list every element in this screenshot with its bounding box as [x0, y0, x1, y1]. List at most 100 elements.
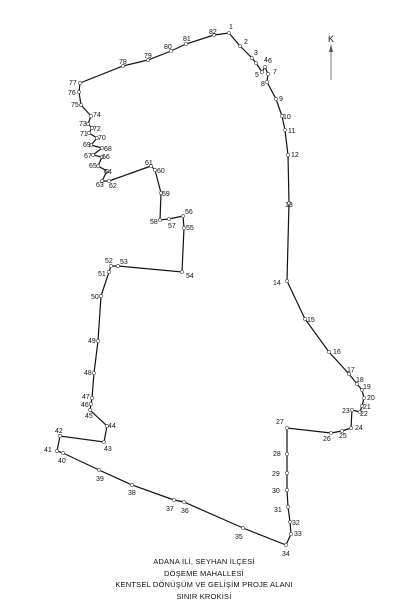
- vertex-label-50: 50: [91, 294, 99, 301]
- vertex-label-58: 58: [150, 219, 158, 226]
- vertex-label-39: 39: [96, 476, 104, 483]
- vertex-marker-42: [58, 434, 62, 438]
- vertex-label-11: 11: [288, 128, 295, 135]
- vertex-label-24: 24: [355, 425, 363, 432]
- map-caption: ADANA İLİ, SEYHAN İLÇESİ DÖŞEME MAHALLES…: [0, 556, 408, 602]
- vertex-label-52: 52: [105, 258, 113, 265]
- vertex-marker-59: [159, 191, 163, 195]
- vertex-label-12: 12: [291, 152, 299, 159]
- vertex-label-21: 21: [363, 404, 371, 411]
- vertex-marker-11: [283, 128, 287, 132]
- vertex-marker-62: [107, 179, 111, 183]
- vertex-marker-10: [280, 114, 284, 118]
- vertex-label-55: 55: [186, 225, 194, 232]
- vertex-marker-3: [250, 56, 254, 60]
- vertex-label-61: 61: [145, 160, 153, 167]
- vertex-label-33: 33: [294, 531, 302, 538]
- vertex-marker-79: [146, 58, 150, 62]
- vertex-marker-63: [100, 179, 104, 183]
- vertex-marker-66: [100, 155, 104, 159]
- vertex-label-1: 1: [229, 24, 233, 31]
- vertex-marker-25: [340, 429, 344, 433]
- vertex-marker-4: [254, 61, 258, 65]
- vertex-marker-78: [121, 64, 125, 68]
- vertex-label-5: 5: [255, 72, 259, 79]
- vertex-marker-31: [286, 505, 290, 509]
- vertex-marker-52: [109, 264, 113, 268]
- vertex-marker-17: [347, 372, 351, 376]
- vertex-label-7: 7: [273, 69, 277, 76]
- vertex-marker-56: [181, 214, 185, 218]
- vertex-marker-1: [227, 31, 231, 35]
- vertex-label-17: 17: [347, 367, 355, 374]
- vertex-label-23: 23: [342, 408, 350, 415]
- vertex-label-69: 69: [83, 142, 91, 149]
- vertex-label-59: 59: [162, 191, 170, 198]
- vertex-label-79: 79: [144, 53, 152, 60]
- vertex-marker-50: [99, 294, 103, 298]
- vertex-label-14: 14: [273, 280, 281, 287]
- vertex-label-68: 68: [104, 146, 112, 153]
- vertex-marker-7: [266, 72, 270, 76]
- vertex-marker-64: [105, 169, 109, 173]
- vertex-marker-15: [303, 317, 307, 321]
- vertex-marker-23: [350, 408, 354, 412]
- vertex-marker-48: [92, 371, 96, 375]
- vertex-marker-30: [285, 488, 289, 492]
- vertex-marker-73: [86, 122, 90, 126]
- vertex-marker-69: [89, 143, 93, 147]
- vertex-marker-32: [288, 520, 292, 524]
- vertex-marker-45: [88, 408, 92, 412]
- vertex-marker-65: [96, 164, 100, 168]
- vertex-marker-54: [180, 270, 184, 274]
- vertex-marker-70: [95, 136, 99, 140]
- vertex-label-3: 3: [254, 50, 258, 57]
- vertex-label-20: 20: [367, 395, 375, 402]
- north-arrow: K: [328, 34, 334, 80]
- vertex-label-66: 66: [102, 154, 110, 161]
- vertex-label-47: 47: [82, 394, 90, 401]
- vertex-label-41: 41: [44, 447, 52, 454]
- vertex-label-10: 10: [283, 114, 291, 121]
- vertex-label-56: 56: [185, 209, 193, 216]
- vertex-label-53: 53: [120, 259, 128, 266]
- vertex-marker-29: [285, 471, 289, 475]
- vertex-label-76: 76: [68, 90, 76, 97]
- vertex-marker-13: [287, 201, 291, 205]
- vertex-marker-21: [360, 404, 364, 408]
- vertex-marker-61: [149, 164, 153, 168]
- vertex-marker-49: [96, 339, 100, 343]
- vertex-label-46: 46: [81, 402, 89, 409]
- north-label: K: [328, 34, 334, 44]
- vertex-marker-35: [241, 526, 245, 530]
- vertex-marker-76: [77, 90, 81, 94]
- vertex-marker-37: [172, 498, 176, 502]
- vertex-marker-22: [358, 410, 362, 414]
- vertex-marker-24: [349, 426, 353, 430]
- vertex-label-9: 9: [279, 96, 283, 103]
- vertex-marker-14: [285, 279, 289, 283]
- vertex-label-65: 65: [89, 163, 97, 170]
- vertex-marker-26: [329, 431, 333, 435]
- vertex-label-42: 42: [55, 428, 63, 435]
- vertex-label-22: 22: [360, 411, 368, 418]
- vertex-label-31: 31: [274, 507, 282, 514]
- vertex-label-81: 81: [183, 36, 191, 43]
- vertex-marker-39: [97, 468, 101, 472]
- vertex-label-15: 15: [307, 317, 315, 324]
- vertex-label-16: 16: [333, 349, 341, 356]
- vertex-label-35: 35: [235, 534, 243, 541]
- vertex-label-13: 13: [285, 202, 293, 209]
- vertex-label-71: 71: [80, 131, 88, 138]
- vertex-marker-53: [116, 264, 120, 268]
- vertex-layer: 1234567891011121314151617181920212223242…: [44, 24, 375, 558]
- vertex-label-8: 8: [261, 81, 265, 88]
- vertex-marker-57: [167, 217, 171, 221]
- vertex-marker-5: [260, 70, 264, 74]
- vertex-label-54: 54: [186, 273, 194, 280]
- vertex-marker-58: [158, 218, 162, 222]
- vertex-marker-40: [61, 451, 65, 455]
- vertex-label-72: 72: [93, 126, 101, 133]
- vertex-label-77: 77: [69, 80, 77, 87]
- vertex-marker-75: [79, 103, 83, 107]
